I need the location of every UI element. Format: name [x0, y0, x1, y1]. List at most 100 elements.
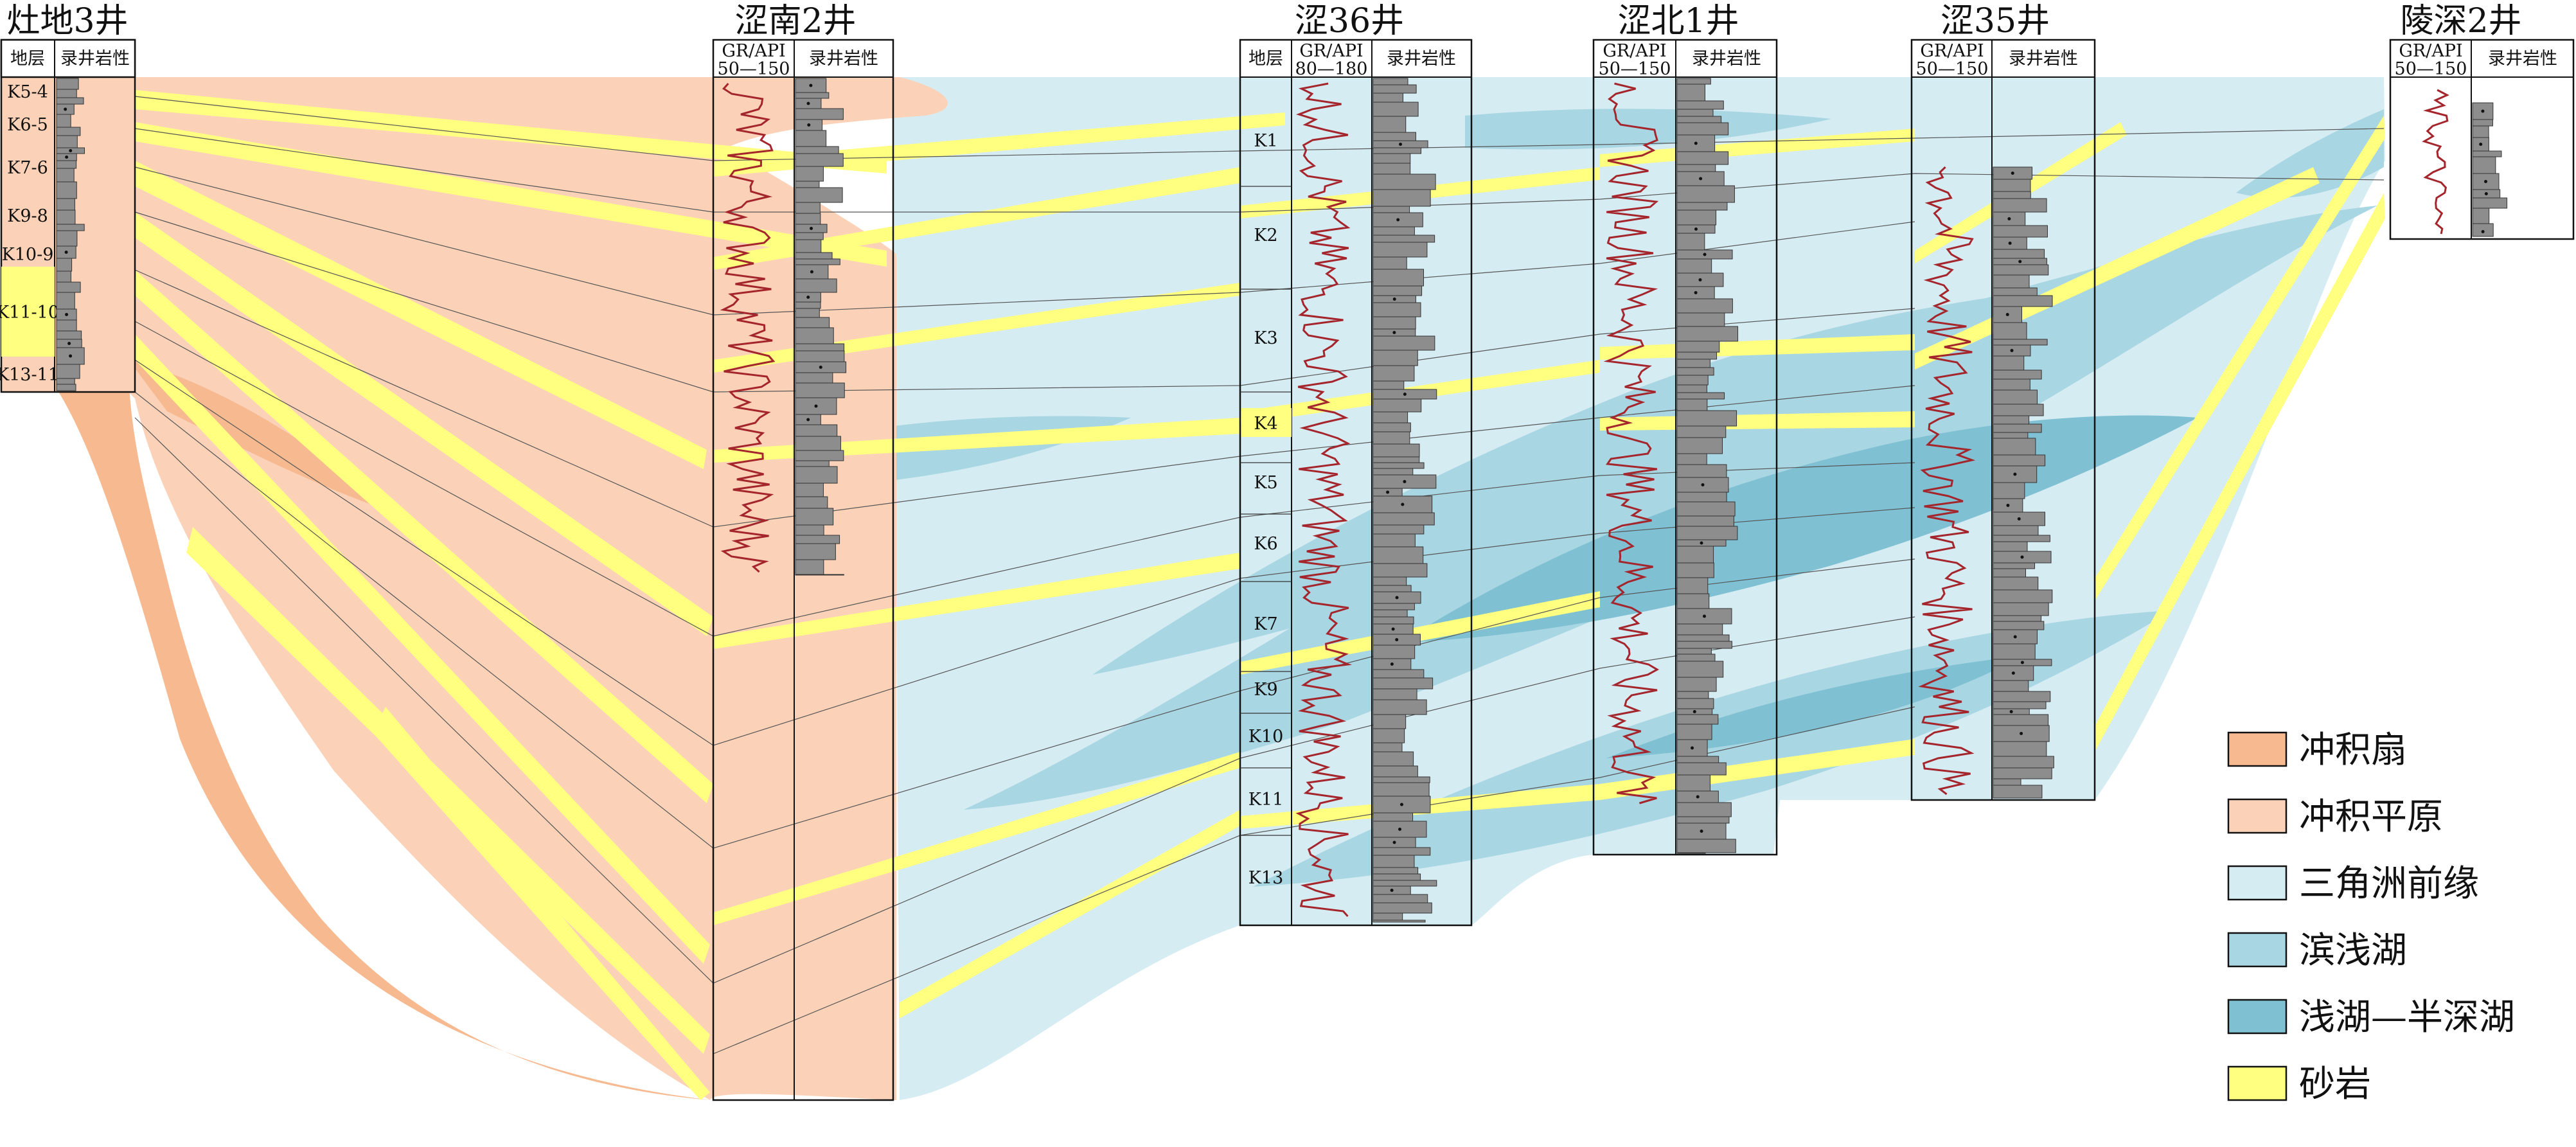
lithology-bar [1372, 147, 1422, 154]
lithology-dot [1396, 218, 1400, 222]
lithology-bar [1676, 122, 1729, 136]
lithology-bar [56, 292, 75, 310]
lithology-bar [56, 89, 77, 98]
lithology-dot [67, 342, 71, 345]
lithology-header: 录井岩性 [1692, 49, 1761, 69]
lithology-bar [1372, 335, 1435, 351]
lithology-bar [1993, 287, 2038, 296]
lithology-bar [795, 450, 844, 461]
lithology-bar [795, 317, 830, 328]
lithology-bar [1676, 453, 1707, 465]
lithology-dot [69, 354, 73, 358]
lithology-bar [1993, 621, 2045, 630]
lithology-dot [810, 227, 813, 230]
lithology-dot [2020, 555, 2024, 559]
lithology-bar [1676, 526, 1738, 540]
lithology-bar [1372, 563, 1428, 578]
lithology-bar [56, 168, 75, 182]
lithology-bar [56, 127, 81, 136]
lithology-bar [1676, 677, 1717, 692]
lithology-bar [795, 372, 833, 384]
lithology-bar [1676, 392, 1725, 400]
lithology-bar [1676, 774, 1711, 792]
lithology-bar [1676, 84, 1705, 102]
well-se35: 涩35井 GR/API 50—150 录井岩性 [1910, 2, 2096, 801]
lithology-bar [1372, 867, 1419, 875]
layer-label: K5 [1254, 473, 1277, 493]
lithology-bar [1676, 209, 1717, 226]
lithology-bar [795, 146, 839, 154]
lithology-dot [819, 366, 822, 369]
lithology-dot [2020, 732, 2023, 735]
layer-label: K7-6 [7, 158, 48, 178]
well-zaodi3: 灶地3井 地层 录井岩性 K5-4 K6-5 K7-6 K9-8 K10-9 K… [0, 2, 136, 393]
layer-boundaries [1240, 186, 1292, 836]
lithology-bar [795, 524, 824, 536]
lithology-bar [1372, 242, 1428, 258]
lithology-bar [1676, 109, 1714, 117]
lithology-bar [1993, 602, 2049, 616]
lithology-dot [2020, 661, 2024, 664]
lithology-bar [1993, 562, 2036, 569]
lithology-bar [1372, 609, 1408, 618]
lithology-dot [1696, 795, 1700, 799]
lithology-bar [795, 181, 820, 188]
gr-label: GR/API [722, 41, 785, 61]
lithology-log [1372, 78, 1437, 923]
sandstone-wedge [135, 161, 707, 469]
lithology-bar [1372, 677, 1434, 689]
lithology-bar [1372, 189, 1431, 207]
lithology-bar [2472, 119, 2493, 127]
lithology-bar [795, 166, 824, 182]
lithology-bar [795, 130, 827, 147]
lithology-bar [1993, 541, 2028, 552]
sandstone-wedge [135, 270, 713, 803]
lithology-dot [807, 123, 811, 127]
lithology-bar [1372, 688, 1417, 700]
sandstone-wedge [1240, 591, 1600, 675]
lithology-dot [1694, 291, 1698, 294]
lithology-bar [1676, 437, 1723, 454]
lithology-bar [795, 301, 821, 309]
lithology-bar [1372, 411, 1408, 423]
sandstone-wedge [713, 752, 1240, 925]
lithology-bar [1676, 341, 1720, 353]
lithology-bar [1372, 669, 1425, 679]
lithology-dot [1700, 541, 1703, 545]
lithology-bar [1993, 378, 2030, 391]
gr-range: 50—150 [1916, 59, 1989, 79]
lithology-bar [1676, 312, 1725, 327]
lithology-dot [1390, 889, 1394, 892]
lithology-bar [1372, 93, 1404, 103]
lithology-bar [1676, 425, 1727, 438]
lithology-dot [1703, 253, 1707, 256]
lithology-bar [1372, 443, 1420, 458]
lithology-bar [1676, 802, 1732, 817]
sandstone-wedge [713, 167, 1240, 270]
lithology-bar [1372, 728, 1405, 743]
sandstone-wedge [2095, 116, 2385, 601]
layer-label: K4 [1254, 414, 1277, 434]
lithology-bar [795, 108, 844, 120]
gr-curve [1295, 82, 1352, 917]
lithology-dot [2481, 109, 2485, 113]
lithology-bar [795, 436, 841, 451]
lithology-dot [1386, 490, 1390, 494]
lithology-bar [1993, 741, 2047, 757]
lithology-bar [1372, 533, 1416, 547]
alluvial-fan-zone [55, 360, 710, 1100]
lithology-bar [1676, 326, 1739, 342]
strata-header: 地层 [1248, 49, 1283, 69]
strata-layers: K1 K2 K3 K4 K5 K6 K7 K9 K10 K11 K13 [1241, 131, 1292, 888]
lithology-dot [2483, 180, 2487, 183]
well-lingshen2: 陵深2井 GR/API 50—150 录井岩性 [2389, 2, 2575, 240]
gr-curve [1918, 166, 1976, 796]
lithology-bar [1372, 524, 1425, 535]
lithology-bar [1676, 661, 1724, 678]
well-title: 涩36井 [1295, 2, 1404, 40]
lithology-bar [1993, 322, 2027, 340]
legend-swatch [2227, 1065, 2287, 1101]
lithology-bar [1676, 359, 1710, 368]
lithology-bar [1676, 515, 1734, 527]
